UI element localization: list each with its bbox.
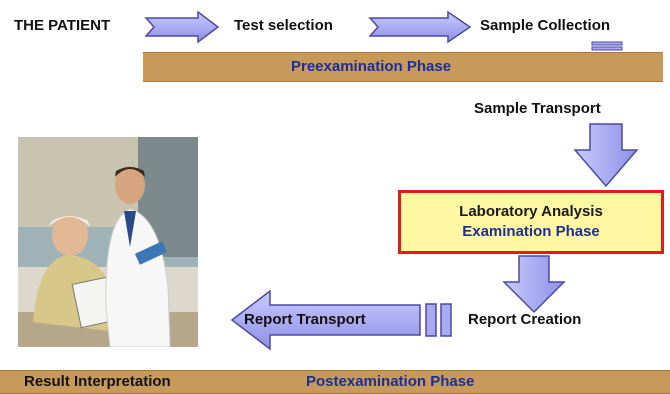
connector-bar-2 (591, 46, 623, 51)
connector-bar-1 (591, 41, 623, 46)
preexamination-band: Preexamination Phase (143, 52, 663, 82)
arrow-test-to-collection (368, 10, 472, 44)
bar-left (425, 303, 437, 337)
label-sample-collection: Sample Collection (480, 17, 611, 34)
lab-box-phase: Examination Phase (462, 223, 600, 240)
preexamination-phase-label: Preexamination Phase (291, 58, 452, 75)
arrow-down-to-report (502, 255, 566, 314)
postexamination-phase-label: Postexamination Phase (306, 373, 475, 390)
label-report-creation: Report Creation (468, 311, 582, 328)
label-the-patient: THE PATIENT (14, 17, 111, 34)
label-sample-transport: Sample Transport (474, 100, 601, 117)
label-result-interpretation: Result Interpretation (24, 373, 171, 390)
arrow-left-report-transport (230, 289, 421, 351)
bar-right (440, 303, 452, 337)
label-report-transport: Report Transport (244, 311, 366, 328)
lab-box-title: Laboratory Analysis (459, 203, 603, 220)
postexamination-band: Result Interpretation Postexamination Ph… (0, 370, 670, 394)
arrow-down-to-lab (573, 123, 639, 188)
doctor-patient-photo (18, 137, 198, 347)
laboratory-analysis-box: Laboratory Analysis Examination Phase (398, 190, 664, 254)
arrow-patient-to-test (144, 10, 220, 44)
label-test-selection: Test selection (234, 17, 333, 34)
